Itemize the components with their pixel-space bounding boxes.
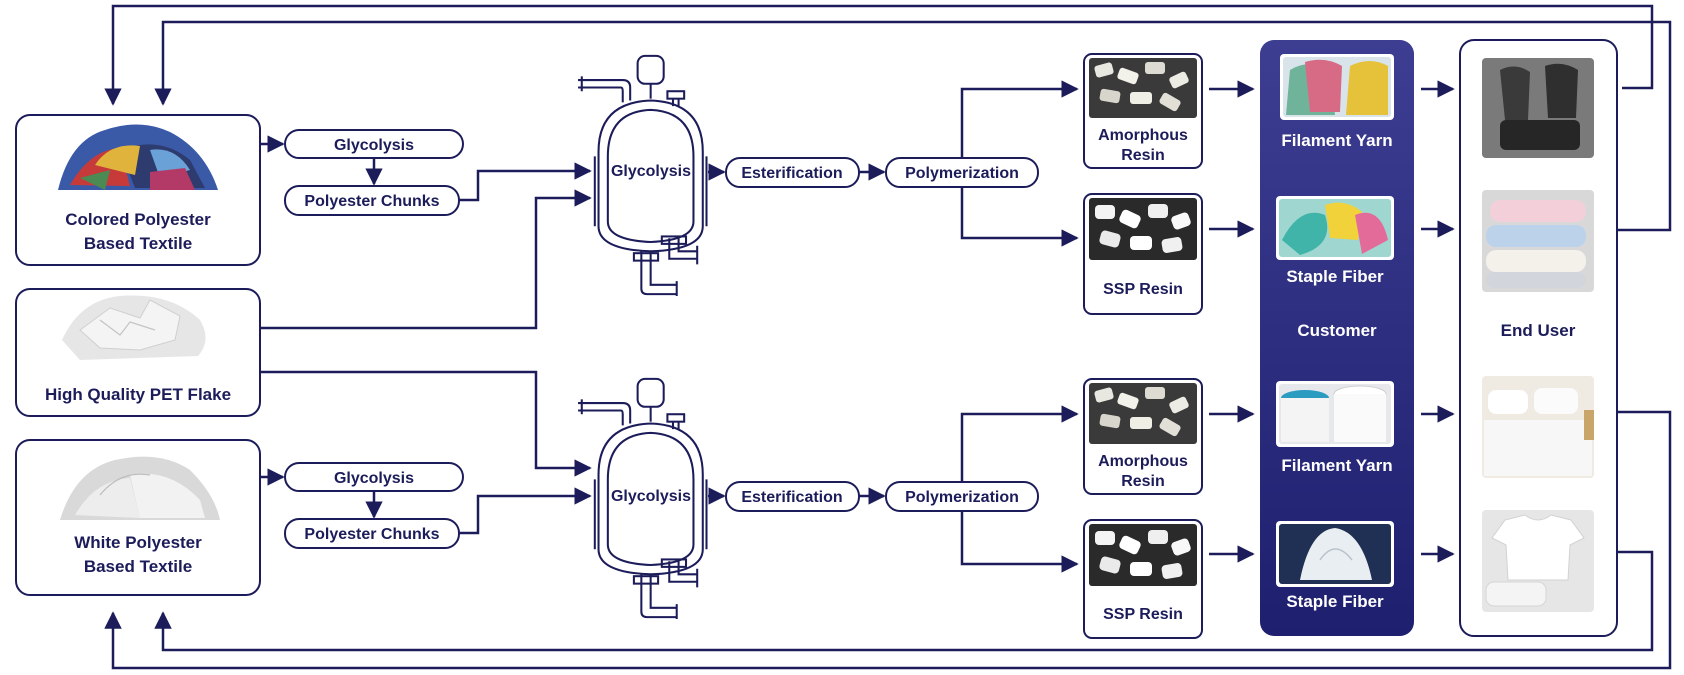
tshirt-image <box>1482 510 1594 612</box>
top-esterification-label: Esterification <box>741 165 842 182</box>
bottom-glycolysis-label: Glycolysis <box>334 470 414 487</box>
filament-yarn-bottom: Filament Yarn <box>1276 381 1394 475</box>
top-preprocess: Glycolysis Polyester Chunks <box>260 129 592 330</box>
customer-panel: Filament Yarn Staple Fiber Customer Fila… <box>1260 40 1414 636</box>
bottom-polymerization-label: Polymerization <box>905 489 1019 506</box>
resin-ssp-top: SSP Resin <box>1083 193 1203 315</box>
customer-to-enduser-arrows <box>1421 80 1455 563</box>
bottom-chain: Esterification Polymerization <box>708 405 1079 573</box>
pet-flake-image <box>62 295 206 360</box>
top-chain: Esterification Polymerization <box>708 80 1079 247</box>
colored-textile-label-line1: Colored Polyester <box>65 210 211 229</box>
bottom-esterification-label: Esterification <box>741 489 842 506</box>
feedback-loops <box>104 4 1672 670</box>
resin-amorphous-bottom: Amorphous Resin <box>1083 378 1203 495</box>
amorphous-label-bottom-line2: Resin <box>1121 473 1165 490</box>
customer-title: Customer <box>1297 321 1377 340</box>
amorphous-label-line2: Resin <box>1121 147 1165 164</box>
ssp-label-top: SSP Resin <box>1103 281 1183 298</box>
top-chunks-label: Polyester Chunks <box>304 193 439 210</box>
end-user-panel: End User <box>1459 39 1618 637</box>
filament-yarn-top: Filament Yarn <box>1280 54 1394 150</box>
bottom-reactor: Glycolysis <box>577 377 708 619</box>
staple-fiber-top: Staple Fiber <box>1276 196 1394 286</box>
resin-to-customer-arrows <box>1209 80 1255 563</box>
source-white-textile: White Polyester Based Textile <box>15 439 261 596</box>
top-glycolysis-label: Glycolysis <box>334 137 414 154</box>
colored-textile-image <box>58 124 218 190</box>
top-polymerization-label: Polymerization <box>905 165 1019 182</box>
towels-image <box>1482 190 1594 292</box>
source-pet-flake: High Quality PET Flake <box>15 288 261 417</box>
staple-fiber-label-bottom: Staple Fiber <box>1286 592 1384 611</box>
bottom-reactor-label: Glycolysis <box>611 488 691 505</box>
filament-yarn-label-bottom: Filament Yarn <box>1281 456 1392 475</box>
bedding-image <box>1482 376 1594 478</box>
ssp-label-bottom: SSP Resin <box>1103 606 1183 623</box>
source-colored-textile: Colored Polyester Based Textile <box>15 114 261 266</box>
filament-yarn-label-top: Filament Yarn <box>1281 131 1392 150</box>
resin-amorphous-top: Amorphous Resin <box>1083 53 1203 169</box>
amorphous-resin-image-bottom <box>1089 383 1197 444</box>
staple-fiber-bottom: Staple Fiber <box>1276 521 1394 611</box>
amorphous-label-line1: Amorphous <box>1098 127 1188 144</box>
ssp-resin-image <box>1089 198 1197 260</box>
colored-textile-label-line2: Based Textile <box>84 234 192 253</box>
top-reactor-label: Glycolysis <box>611 163 691 180</box>
pet-flake-label: High Quality PET Flake <box>45 385 231 404</box>
top-reactor: Glycolysis <box>577 54 708 296</box>
white-textile-image <box>60 456 220 520</box>
bottom-preprocess: Glycolysis Polyester Chunks <box>260 370 592 549</box>
end-user-title: End User <box>1501 321 1576 340</box>
car-seat-image <box>1482 58 1594 158</box>
amorphous-label-bottom-line1: Amorphous <box>1098 453 1188 470</box>
resin-ssp-bottom: SSP Resin <box>1083 519 1203 639</box>
staple-fiber-label-top: Staple Fiber <box>1286 267 1384 286</box>
ssp-resin-image-bottom <box>1089 524 1197 586</box>
white-textile-label-line2: Based Textile <box>84 557 192 576</box>
white-textile-label-line1: White Polyester <box>74 533 202 552</box>
bottom-chunks-label: Polyester Chunks <box>304 526 439 543</box>
amorphous-resin-image <box>1089 58 1197 118</box>
